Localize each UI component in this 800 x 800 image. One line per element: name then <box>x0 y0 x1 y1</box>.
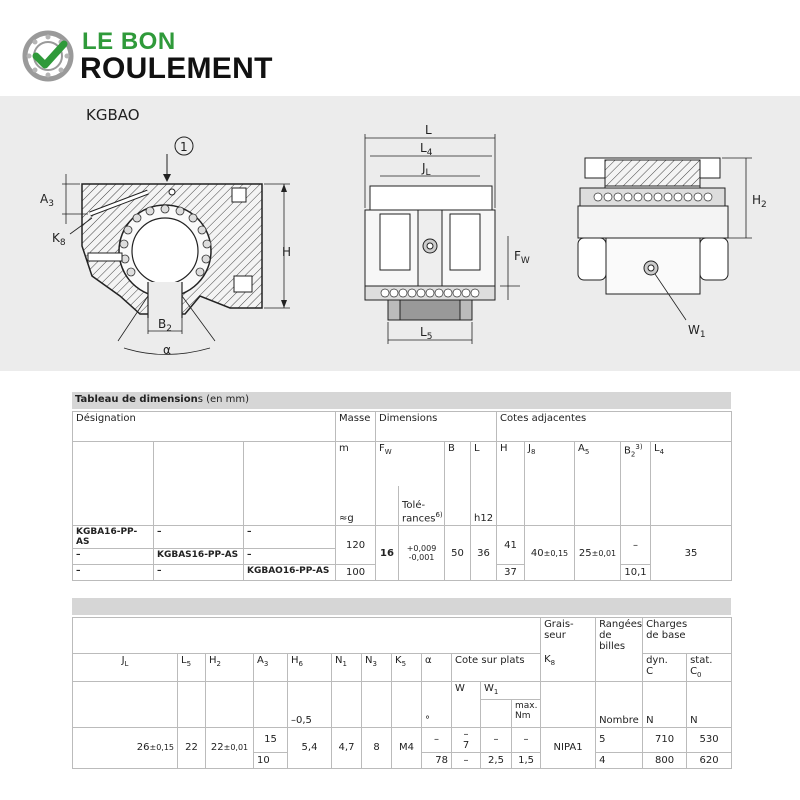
front-view: L L4 JL FW L5 <box>364 123 530 344</box>
svg-text:H: H <box>282 245 291 259</box>
svg-text:L4: L4 <box>420 141 433 158</box>
brand-logo: LE BON ROULEMENT <box>22 26 322 86</box>
col-cotes: Cotes adjacentes <box>496 411 733 442</box>
svg-text:K8: K8 <box>52 231 66 248</box>
svg-text:H2: H2 <box>752 193 767 210</box>
svg-text:L: L <box>425 123 432 137</box>
dimensions-table: Désignation Masse Dimensions Cotes adjac… <box>71 411 733 581</box>
col-masse: Masse <box>335 411 377 442</box>
diagram-title: KGBAO <box>86 106 140 124</box>
svg-text:L5: L5 <box>420 325 432 342</box>
svg-text:FW: FW <box>514 249 530 266</box>
svg-text:B2: B2 <box>158 317 172 334</box>
brand-line1: LE BON <box>82 28 176 55</box>
table-row: – – KGBAO16-PP-AS 100 37 10,1 <box>72 564 732 581</box>
table1-header: Tableau de dimensions (en mm) <box>72 392 731 409</box>
svg-text:A3: A3 <box>40 192 54 209</box>
side-view: H2 W1 <box>577 157 767 340</box>
brand-line2: ROULEMENT <box>80 52 273 85</box>
table-row: – KGBAS16-PP-AS – <box>72 548 732 565</box>
technical-drawing: KGBAO 1 <box>0 96 800 371</box>
callout-1: 1 <box>180 140 188 154</box>
section-view: 1 A3 K8 H B2 α <box>40 136 291 357</box>
svg-text:W1: W1 <box>688 323 706 340</box>
col-designation: Désignation <box>71 411 337 442</box>
table2-header-band <box>72 598 731 615</box>
bearing-check-icon <box>22 30 74 82</box>
table-row: KGBA16-PP-AS – – 120 16 +0,009-0,001 50 … <box>72 525 733 581</box>
col-dimensions: Dimensions <box>375 411 498 442</box>
table-row: 10 78 – 2,5 1,5 4 800 620 <box>73 751 733 769</box>
svg-text:JL: JL <box>421 161 431 178</box>
table-row: 26±0,15 22 22±0,01 15 5,4 4,7 8 M4 – –7 … <box>72 726 733 769</box>
svg-text:α: α <box>163 343 171 357</box>
